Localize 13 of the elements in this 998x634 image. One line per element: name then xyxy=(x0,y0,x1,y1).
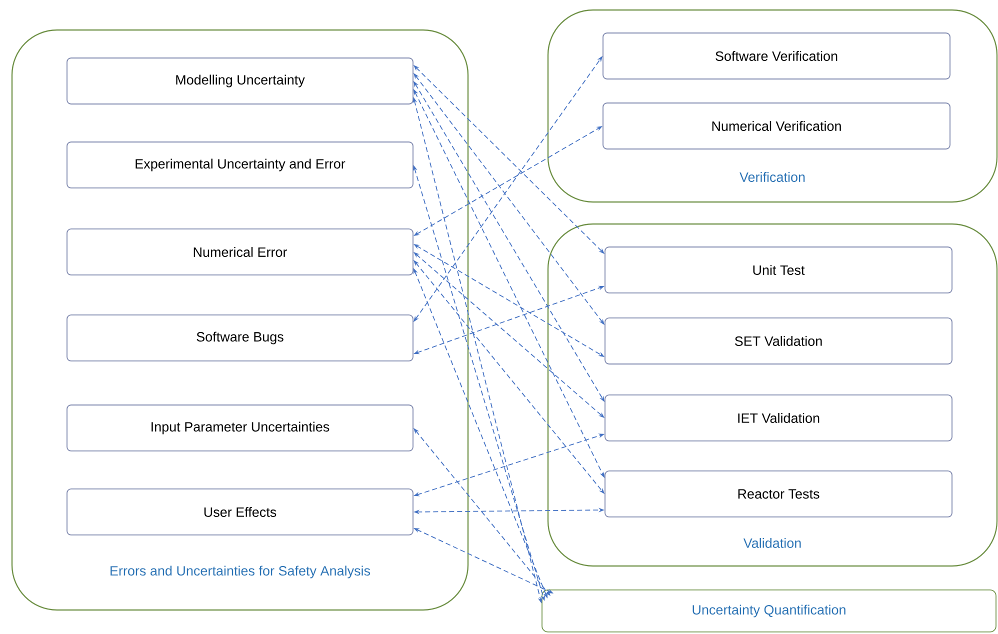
process-box: Software Bugs xyxy=(66,314,414,362)
process-box: SET Validation xyxy=(604,318,952,364)
process-box: Input Parameter Uncertainties xyxy=(66,404,414,452)
process-box: Numerical Verification xyxy=(602,102,950,150)
process-box: IET Validation xyxy=(604,394,952,442)
process-box: Reactor Tests xyxy=(604,470,952,518)
process-box: Modelling Uncertainty xyxy=(66,58,414,104)
process-box: Unit Test xyxy=(604,246,952,294)
process-box: User Effects xyxy=(66,488,414,536)
process-box: Uncertainty Quantification xyxy=(542,590,996,632)
process-box: Software Verification xyxy=(602,32,950,80)
process-box: Numerical Error xyxy=(66,228,414,276)
process-box: Experimental Uncertainty and Error xyxy=(66,142,414,188)
